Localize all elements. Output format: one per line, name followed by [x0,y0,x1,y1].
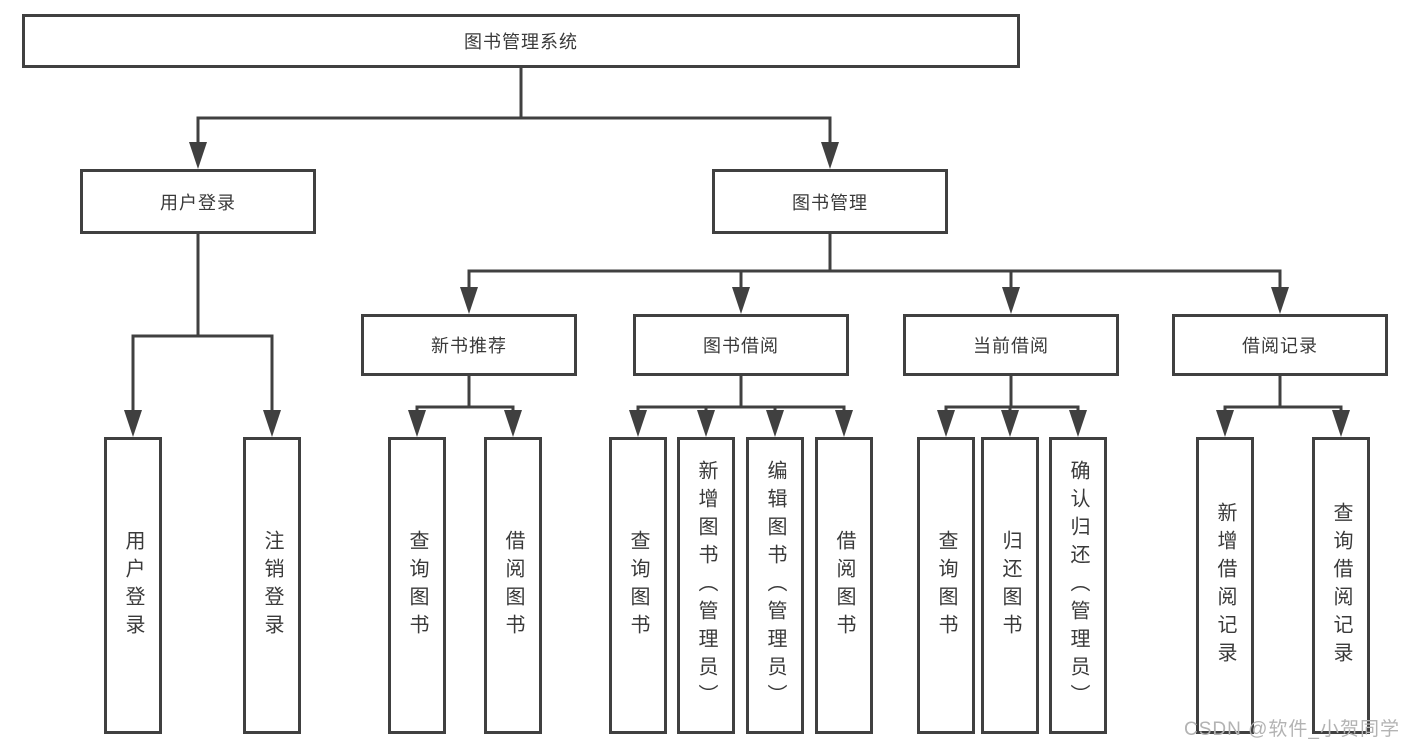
arrowhead [1332,410,1350,437]
arrowhead [732,287,750,314]
leaf-nbr-borrow-book-label: 借阅图书 [502,529,524,642]
connector-module-borrow-record [1223,376,1343,413]
leaf-cb-query-book-label: 查询图书 [935,529,957,642]
leaf-bb-add-book-admin-label: 新增图书（管理员） [695,459,717,712]
arrowhead [504,410,522,437]
node-borrow-record: 借阅记录 [1172,314,1388,376]
leaf-logout: 注销登录 [243,437,301,734]
arrowhead [263,410,281,437]
leaf-bb-query-book: 查询图书 [609,437,667,734]
arrowheads-module-book-borrow [629,410,853,437]
leaf-logout-label: 注销登录 [261,529,283,642]
arrowhead [697,410,715,437]
node-user-login: 用户登录 [80,169,316,234]
leaf-br-add-record-label: 新增借阅记录 [1214,501,1236,670]
node-book-borrow-label: 图书借阅 [703,336,779,356]
connector-book-branch [467,234,1282,289]
arrowheads-level2 [189,142,839,169]
leaf-cb-return-book-label: 归还图书 [999,529,1021,642]
arrowhead [629,410,647,437]
arrowhead [766,410,784,437]
arrowheads-module-current-borrow [937,410,1087,437]
leaf-bb-borrow-book: 借阅图书 [815,437,873,734]
node-user-login-label: 用户登录 [160,192,236,213]
node-borrow-record-label: 借阅记录 [1242,336,1318,356]
arrowhead [1001,410,1019,437]
node-new-book-recommend: 新书推荐 [361,314,577,376]
arrowhead [124,410,142,437]
node-root-system-label: 图书管理系统 [464,32,578,52]
arrowhead [408,410,426,437]
arrowhead [937,410,955,437]
node-root-system: 图书管理系统 [22,14,1020,68]
arrowhead [1216,410,1234,437]
connector-module-current-borrow [944,376,1080,413]
leaf-nbr-query-book-label: 查询图书 [406,529,428,642]
connector-module-book-borrow [636,376,846,413]
leaf-cb-confirm-return-admin-label: 确认归还（管理员） [1067,459,1089,712]
arrowheads-module-borrow-record [1216,410,1350,437]
leaf-bb-edit-book-admin: 编辑图书（管理员） [746,437,804,734]
leaf-bb-query-book-label: 查询图书 [627,529,649,642]
arrowheads-level3 [460,287,1289,314]
node-current-borrow: 当前借阅 [903,314,1119,376]
connector-module-new-book [415,376,515,413]
arrowheads-module-new-book [408,410,522,437]
node-book-management: 图书管理 [712,169,948,234]
leaf-user-login: 用户登录 [104,437,162,734]
leaf-br-add-record: 新增借阅记录 [1196,437,1254,734]
leaf-user-login-label: 用户登录 [122,529,144,642]
node-current-borrow-label: 当前借阅 [973,336,1049,356]
arrowhead [835,410,853,437]
leaf-bb-add-book-admin: 新增图书（管理员） [677,437,735,734]
leaf-bb-edit-book-admin-label: 编辑图书（管理员） [764,459,786,712]
csdn-watermark: CSDN @软件_小贺同学 [1184,719,1400,740]
arrowhead [189,142,207,169]
leaf-cb-confirm-return-admin: 确认归还（管理员） [1049,437,1107,734]
leaf-cb-return-book: 归还图书 [981,437,1039,734]
arrowhead [1271,287,1289,314]
node-book-borrow: 图书借阅 [633,314,849,376]
node-book-management-label: 图书管理 [792,192,868,213]
arrowhead [460,287,478,314]
leaf-br-query-record: 查询借阅记录 [1312,437,1370,734]
connector-root-to-level2 [196,68,832,144]
arrowheads-user-leaves [124,410,281,437]
leaf-br-query-record-label: 查询借阅记录 [1330,501,1352,670]
node-new-book-recommend-label: 新书推荐 [431,336,507,356]
arrowhead [821,142,839,169]
leaf-bb-borrow-book-label: 借阅图书 [833,529,855,642]
arrowhead [1069,410,1087,437]
arrowhead [1002,287,1020,314]
leaf-cb-query-book: 查询图书 [917,437,975,734]
leaf-nbr-query-book: 查询图书 [388,437,446,734]
leaf-nbr-borrow-book: 借阅图书 [484,437,542,734]
connector-user-branch [131,234,274,411]
